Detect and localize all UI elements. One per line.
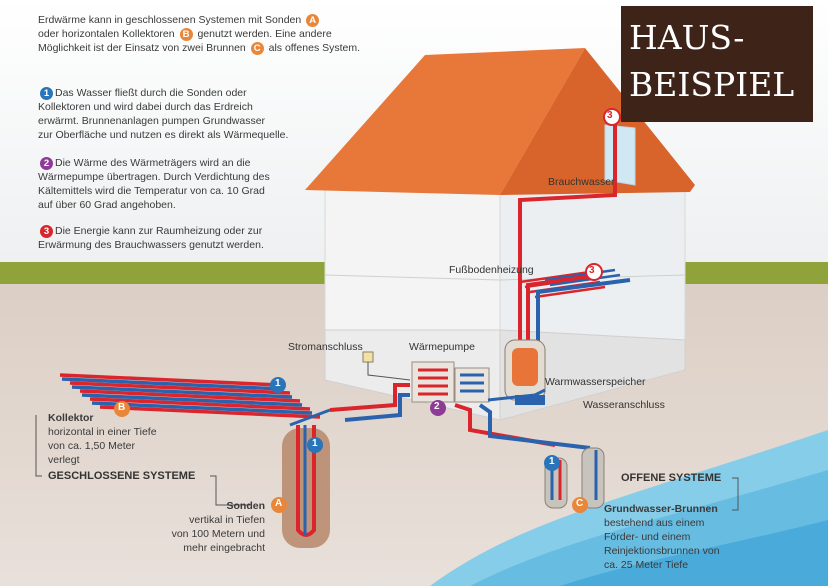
brunnen-line: bestehend aus einem <box>604 517 705 529</box>
step-3-line: Die Energie kann zur Raumheizung oder zu… <box>55 225 263 237</box>
sonden-line: mehr eingebracht <box>183 542 265 554</box>
brunnen-line: Reinjektionsbrunnen von <box>604 545 720 557</box>
horizontal-collector <box>59 373 321 419</box>
intro-line2-post: genutzt werden. Eine andere <box>197 28 332 40</box>
sonden-line: vertikal in Tiefen <box>189 514 265 526</box>
intro-line3-post: als offenes System. <box>268 42 361 54</box>
badge-b-collector: B <box>118 402 126 413</box>
label-warmwasserspeicher: Warmwasserspeicher <box>545 376 646 388</box>
leader-geschlossen <box>35 415 42 477</box>
kollektor-title: Kollektor <box>48 412 94 424</box>
badge-a-probe: A <box>275 498 283 509</box>
step-1-line: zur Oberfläche und nutzen es direkt als … <box>38 129 289 141</box>
geschlossene-systeme-heading: GESCHLOSSENE SYSTEME <box>48 470 196 482</box>
step-3-badge: 3 <box>40 224 53 238</box>
step-1-line: Kollektoren und wird dabei durch das Erd… <box>38 101 253 113</box>
badge-2-heatpump: 2 <box>434 401 440 412</box>
step-2-line: auf über 60 Grad angehoben. <box>38 199 176 211</box>
cold-pipe-well <box>478 403 591 450</box>
sonden-line: von 100 Metern und <box>171 528 265 540</box>
leader-offen <box>732 477 739 511</box>
tank-connection <box>487 388 546 402</box>
step-3-line: Erwärmung des Brauchwassers genutzt werd… <box>38 239 264 251</box>
kollektor-line: horizontal in einer Tiefe <box>48 426 157 438</box>
label-wasseranschluss: Wasseranschluss <box>583 399 665 411</box>
vertical-probe <box>282 408 331 548</box>
heat-pump-unit <box>411 361 490 403</box>
leader-sonden <box>210 475 250 506</box>
brunnen-block: Grundwasser-Brunnen bestehend aus einem … <box>604 502 804 572</box>
kollektor-block: Kollektor horizontal in einer Tiefe von … <box>48 411 228 467</box>
groundwater-wave-deep <box>560 520 828 586</box>
label-stromanschluss: Stromanschluss <box>288 341 363 353</box>
haus-beispiel-overlay: HAUS- BEISPIEL <box>621 6 813 122</box>
hot-pipe-out <box>329 383 410 412</box>
intro-line3-pre: Möglichkeit ist der Einsatz von zwei Bru… <box>38 42 246 54</box>
cold-pipe-out <box>344 393 410 422</box>
step-2-badge: 2 <box>40 156 53 170</box>
groundwater-wells <box>544 447 605 509</box>
brunnen-line: ca. 25 Meter Tiefe <box>604 559 689 571</box>
sonden-title: Sonden <box>226 500 266 512</box>
power-box <box>362 351 374 363</box>
badge-1-collector: 1 <box>275 378 281 389</box>
diagram-badges <box>114 108 621 513</box>
brunnen-title: Grundwasser-Brunnen <box>604 503 718 515</box>
step-2-line: Die Wärme des Wärmeträgers wird an die <box>55 157 251 169</box>
offene-systeme-heading: OFFENE SYSTEME <box>621 472 722 484</box>
overlay-line2: BEISPIEL <box>629 65 795 104</box>
sonden-block: Sonden vertikal in Tiefen von 100 Metern… <box>130 499 265 555</box>
power-cable <box>367 362 411 381</box>
label-brauchwasser: Brauchwasser <box>548 176 615 188</box>
step-2-line: Wärmepumpe übertragen. Durch Verdichtung… <box>38 171 270 183</box>
brunnen-line: Förder- und einem <box>604 531 691 543</box>
label-fussbodenheizung: Fußbodenheizung <box>449 264 534 276</box>
hot-pipe-brauchwasser <box>518 120 617 345</box>
badge-1-well: 1 <box>549 456 555 467</box>
intro-text: Erdwärme kann in geschlossenen Systemen … <box>38 13 458 55</box>
step-1-line: erwärmt. Brunnenanlagen pumpen Grundwass… <box>38 115 266 127</box>
intro-line1: Erdwärme kann in geschlossenen Systemen … <box>38 14 302 26</box>
kollektor-line: von ca. 1,50 Meter <box>48 440 135 452</box>
roof <box>305 48 585 195</box>
hot-water-tank <box>504 339 546 405</box>
label-waermepumpe: Wärmepumpe <box>409 341 475 353</box>
intro-line2-pre: oder horizontalen Kollektoren <box>38 28 175 40</box>
cold-pipe-floor <box>536 278 631 345</box>
badge-1-probe: 1 <box>312 438 318 449</box>
badge-a: A <box>306 13 320 27</box>
badge-3-brauchwasser: 3 <box>607 110 613 121</box>
step-2-line: Kältemittels wird die Temperatur von ca.… <box>38 185 265 197</box>
badge-c-well: C <box>576 498 584 509</box>
step-1-badge: 1 <box>40 86 53 100</box>
badge-b: B <box>179 27 193 41</box>
kollektor-line: verlegt <box>48 454 80 466</box>
hot-pipe-floor <box>526 273 601 345</box>
overlay-line1: HAUS- <box>629 18 745 57</box>
step-1-line: Das Wasser fließt durch die Sonden oder <box>55 87 247 99</box>
badge-3-floor: 3 <box>589 265 595 276</box>
badge-c: C <box>250 41 264 55</box>
